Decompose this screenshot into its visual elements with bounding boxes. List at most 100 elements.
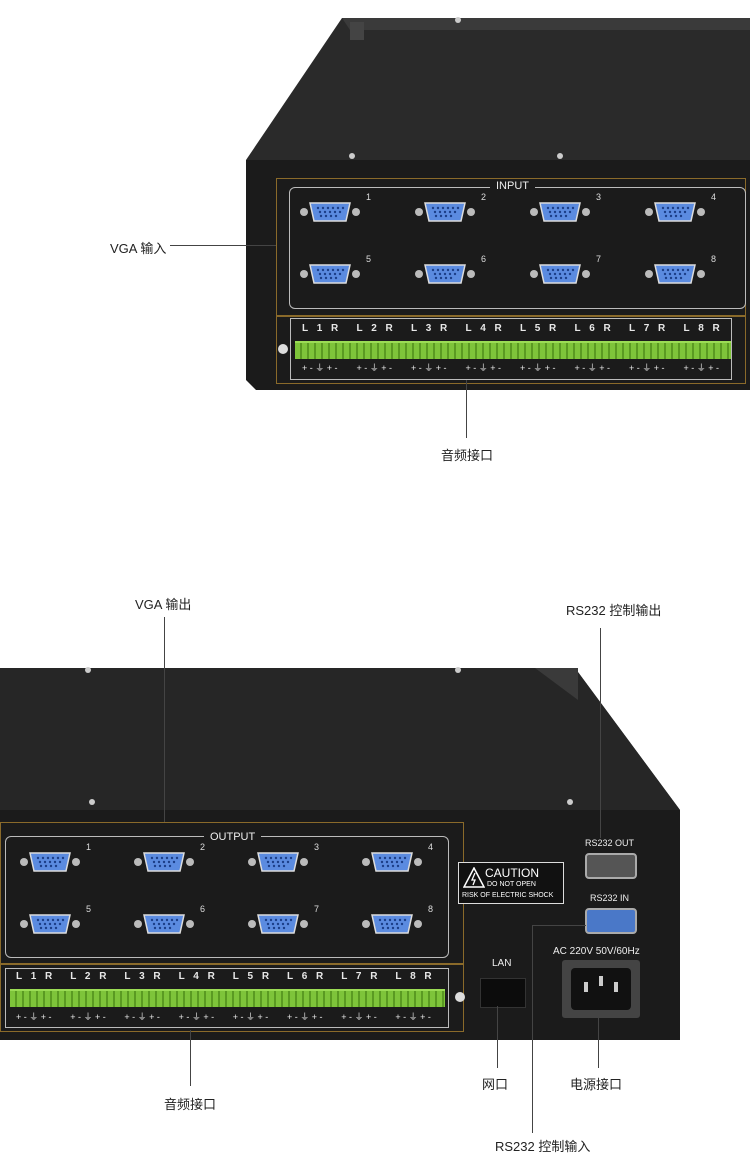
top-terminal-strip: [295, 341, 731, 359]
vga-output-callout: VGA 输出: [135, 597, 192, 612]
input-port-number: 8: [711, 254, 717, 264]
audio-channel-label: L 3 R: [124, 971, 161, 982]
input-port-number: 2: [481, 192, 487, 202]
audio-channel-label: L 8 R: [395, 971, 432, 982]
audio-pin-marks: + - ⏚ + -: [341, 1012, 377, 1022]
output-port-number: 4: [428, 842, 434, 852]
output-port-number: 2: [200, 842, 206, 852]
screw-icon: [455, 992, 465, 1002]
vga-input-callout: VGA 输入: [110, 241, 167, 256]
audio-pin-marks: + - ⏚ + -: [70, 1012, 106, 1022]
audio-pin-marks: + - ⏚ + -: [395, 1012, 431, 1022]
output-port-number: 5: [86, 904, 92, 914]
rs232-out-leader: [600, 628, 601, 838]
input-vga-port[interactable]: [530, 262, 590, 284]
audio-pin-marks: + - ⏚ + -: [520, 363, 556, 373]
bottom-audio-inner: [5, 968, 449, 1028]
output-vga-port[interactable]: [362, 850, 422, 872]
input-port-number: 7: [596, 254, 602, 264]
audio-pin-marks: + - ⏚ + -: [16, 1012, 52, 1022]
input-vga-port[interactable]: [645, 262, 705, 284]
output-vga-port[interactable]: [20, 850, 80, 872]
audio-pin-marks: + - ⏚ + -: [683, 363, 720, 373]
audio-channel-label: L 5 R: [232, 971, 270, 982]
audio-channel-label: L 1 R: [302, 323, 339, 334]
audio-channel-label: L 4 R: [178, 971, 215, 982]
bottom-chassis-shape: [0, 667, 680, 1040]
output-port-number: 7: [314, 904, 320, 914]
input-port-number: 4: [711, 192, 717, 202]
audio-channel-label: L 4 R: [465, 323, 502, 334]
audio-pin-marks: + - ⏚ + -: [302, 363, 338, 373]
input-vga-port[interactable]: [530, 200, 590, 222]
rs232-out-label: RS232 OUT: [585, 838, 635, 848]
input-label: INPUT: [490, 180, 535, 192]
output-vga-port[interactable]: [248, 912, 308, 934]
input-vga-port[interactable]: [645, 200, 705, 222]
audio-top-leader: [466, 380, 467, 438]
caution-line1: DO NOT OPEN: [487, 881, 536, 888]
screw-icon: [278, 344, 288, 354]
output-vga-port[interactable]: [134, 850, 194, 872]
audio-channel-label: L 6 R: [287, 971, 324, 982]
output-vga-port[interactable]: [134, 912, 194, 934]
input-port-number: 6: [481, 254, 487, 264]
caution-sticker: CAUTION DO NOT OPEN RISK OF ELECTRIC SHO…: [458, 862, 564, 904]
input-vga-port[interactable]: [300, 200, 360, 222]
vga-output-leader: [164, 617, 165, 822]
audio-pin-marks: + - ⏚ + -: [356, 363, 393, 373]
caution-title: CAUTION: [485, 866, 539, 880]
audio-channel-label: L 2 R: [356, 323, 393, 334]
top-audio-inner: [290, 318, 732, 380]
rs232-out-port[interactable]: [585, 853, 637, 879]
vga-input-leader: [170, 245, 276, 246]
audio-channel-label: L 7 R: [629, 323, 666, 334]
lan-leader: [497, 1006, 498, 1068]
output-vga-port[interactable]: [362, 912, 422, 934]
input-vga-port[interactable]: [300, 262, 360, 284]
audio-channel-label: L 1 R: [16, 971, 53, 982]
audio-top-callout: 音频接口: [441, 448, 494, 463]
audio-pin-marks: + - ⏚ + -: [287, 1012, 323, 1022]
rs232-in-port[interactable]: [585, 908, 637, 934]
audio-pin-marks: + - ⏚ + -: [411, 363, 447, 373]
audio-channel-label: L 8 R: [683, 323, 720, 334]
warning-triangle-icon: [463, 867, 485, 888]
input-port-number: 1: [366, 192, 372, 202]
output-vga-port[interactable]: [248, 850, 308, 872]
rs232-in-label: RS232 IN: [590, 893, 630, 903]
audio-channel-label: L 3 R: [411, 323, 448, 334]
output-port-number: 6: [200, 904, 206, 914]
audio-bottom-leader: [190, 1030, 191, 1086]
audio-channel-label: L 6 R: [574, 323, 611, 334]
audio-pin-marks: + - ⏚ + -: [178, 1012, 215, 1022]
top-audio-panel: [276, 316, 746, 384]
audio-pin-marks: + - ⏚ + -: [574, 363, 611, 373]
audio-channel-label: L 5 R: [520, 323, 557, 334]
audio-pin-marks: + - ⏚ + -: [124, 1012, 160, 1022]
input-vga-port[interactable]: [415, 262, 475, 284]
output-port-number: 1: [86, 842, 92, 852]
lan-label: LAN: [492, 958, 512, 969]
lan-callout: 网口: [482, 1077, 509, 1092]
input-port-number: 3: [596, 192, 602, 202]
power-label: AC 220V 50V/60Hz: [553, 946, 640, 957]
output-port-number: 8: [428, 904, 434, 914]
rs232-in-leader: [532, 925, 533, 1133]
power-socket[interactable]: [562, 960, 640, 1018]
input-vga-port[interactable]: [415, 200, 475, 222]
rs232-in-callout: RS232 控制输入: [495, 1139, 591, 1154]
audio-pin-marks: + - ⏚ + -: [629, 363, 665, 373]
output-port-number: 3: [314, 842, 320, 852]
audio-channel-label: L 7 R: [341, 971, 378, 982]
rs232-out-callout: RS232 控制输出: [566, 603, 662, 618]
audio-channel-label: L 2 R: [70, 971, 107, 982]
output-vga-port[interactable]: [20, 912, 80, 934]
lan-port[interactable]: [480, 978, 526, 1008]
caution-line2: RISK OF ELECTRIC SHOCK: [462, 892, 554, 899]
audio-pin-marks: + - ⏚ + -: [465, 363, 502, 373]
input-port-number: 5: [366, 254, 372, 264]
rs232-in-leader-h: [532, 925, 586, 926]
bottom-terminal-strip: [10, 989, 445, 1007]
audio-bottom-callout: 音频接口: [164, 1097, 217, 1112]
